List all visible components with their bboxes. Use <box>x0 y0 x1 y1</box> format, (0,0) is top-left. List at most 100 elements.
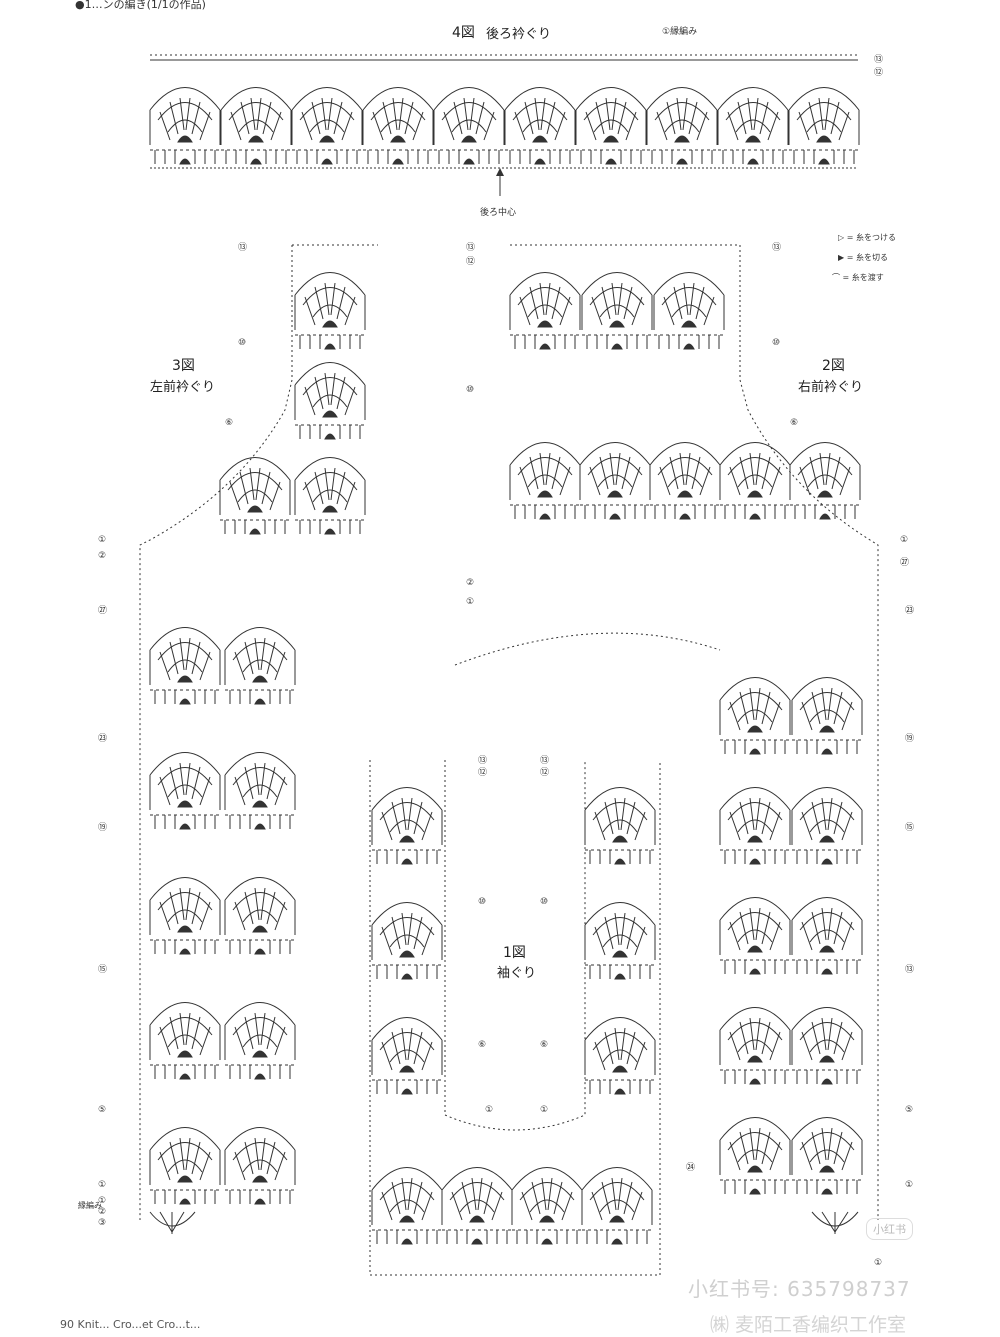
stitch-bar <box>579 504 651 520</box>
stitch-bar <box>219 519 291 535</box>
stitch-bar <box>149 939 221 955</box>
row-mark: ㉗ <box>98 606 108 616</box>
row-mark: ⑫ <box>466 257 476 267</box>
stitch-bar <box>584 964 656 980</box>
stitch-repeat <box>509 272 581 331</box>
stitch-bar <box>224 814 296 830</box>
row-mark: ㉗ <box>900 558 910 568</box>
row-mark: ⑫ <box>540 768 550 778</box>
stitch-repeat <box>149 877 221 936</box>
row-mark: ① <box>466 597 475 607</box>
back-center-label: 後ろ中心 <box>480 208 517 218</box>
stitch-bar <box>433 149 505 165</box>
row-mark: ② <box>466 578 475 588</box>
row-mark: ⑩ <box>540 897 549 907</box>
stitch-bar <box>149 1189 221 1205</box>
left-front-number: 3図 <box>172 358 195 374</box>
row-mark: ② <box>98 551 107 561</box>
stitch-repeat <box>433 87 505 146</box>
stitch-repeat <box>294 457 366 516</box>
row-mark: ⑤ <box>98 1105 107 1115</box>
stitch-bar <box>224 1189 296 1205</box>
stitch-bar <box>294 334 366 350</box>
stitch-repeat <box>719 787 791 846</box>
stitch-bar <box>220 149 292 165</box>
row-mark: ⑲ <box>905 734 915 744</box>
corner-fan-left <box>149 1211 196 1234</box>
stitch-bar <box>584 1079 656 1095</box>
stitch-repeat <box>219 457 291 516</box>
stitch-bar <box>584 849 656 865</box>
row-mark: ⑮ <box>98 965 108 975</box>
row-mark: ⑩ <box>772 338 781 348</box>
stitch-bar <box>509 334 581 350</box>
left-front-chart <box>139 244 378 1220</box>
stitch-repeat <box>649 442 721 501</box>
stitch-bar <box>291 149 363 165</box>
row-mark: ⑬ <box>905 965 915 975</box>
stitch-repeat <box>646 87 718 146</box>
stitch-bar <box>719 1069 791 1085</box>
stitch-repeat <box>294 362 366 421</box>
stitch-bar <box>441 1229 513 1245</box>
stitch-repeat <box>581 1167 653 1226</box>
stitch-repeat <box>371 1017 443 1076</box>
stitch-bar <box>575 149 647 165</box>
stitch-repeat <box>719 442 791 501</box>
row-mark: ⑬ <box>540 756 550 766</box>
row-mark: ⑬ <box>772 243 782 253</box>
stitch-repeat <box>789 442 861 501</box>
right-body-chart <box>454 632 863 1195</box>
watermark-id: 小红书号: 635798737 <box>688 1277 911 1301</box>
stitch-bar <box>224 939 296 955</box>
stitch-repeat <box>224 877 296 936</box>
stitch-repeat <box>224 752 296 811</box>
stitch-repeat <box>719 677 791 736</box>
stitch-repeat <box>581 272 653 331</box>
legend-attach: ▷ = 糸をつける <box>838 233 896 242</box>
stitch-bar <box>371 1229 443 1245</box>
stitch-repeat <box>791 897 863 956</box>
stitch-bar <box>719 1179 791 1195</box>
stitch-bar <box>294 519 366 535</box>
back-collar-start-label: ①縁編み <box>662 27 698 37</box>
armhole-number: 1図 <box>503 945 526 961</box>
back-collar-number: 4図 <box>452 25 475 41</box>
row-mark: ⑤ <box>905 1105 914 1115</box>
stitch-bar <box>719 739 791 755</box>
row-mark: ② <box>98 1207 107 1217</box>
stitch-bar <box>791 739 863 755</box>
stitch-bar <box>224 689 296 705</box>
left-front-title: 左前衿ぐり <box>150 380 216 395</box>
row-mark: ① <box>540 1105 549 1115</box>
row-mark: ⑫ <box>478 768 488 778</box>
stitch-repeat <box>788 87 860 146</box>
row-mark: ① <box>874 1258 883 1268</box>
row-mark: ⑮ <box>905 823 915 833</box>
stitch-repeat <box>717 87 789 146</box>
stitch-bar <box>362 149 434 165</box>
stitch-repeat <box>511 1167 583 1226</box>
stitch-repeat <box>294 272 366 331</box>
stitch-bar <box>791 1069 863 1085</box>
stitch-bar <box>511 1229 583 1245</box>
stitch-repeat <box>579 442 651 501</box>
stitch-repeat <box>371 902 443 961</box>
stitch-repeat <box>149 1127 221 1186</box>
row-mark: ⑬ <box>238 243 248 253</box>
page-footer: 90 Knit... Cro...et Cro...t... <box>60 1318 201 1331</box>
row-mark: ① <box>900 535 909 545</box>
stitch-bar <box>509 504 581 520</box>
right-front-chart <box>509 244 879 1220</box>
stitch-repeat <box>149 87 221 146</box>
stitch-repeat <box>224 1127 296 1186</box>
armhole-title: 袖ぐり <box>497 966 537 981</box>
row-mark: ① <box>485 1105 494 1115</box>
stitch-repeat <box>791 1117 863 1176</box>
stitch-bar <box>371 1079 443 1095</box>
stitch-bar <box>653 334 725 350</box>
row-mark: ⑲ <box>98 823 108 833</box>
stitch-bar <box>224 1064 296 1080</box>
row-mark: ⑥ <box>478 1040 487 1050</box>
stitch-bar <box>149 1064 221 1080</box>
